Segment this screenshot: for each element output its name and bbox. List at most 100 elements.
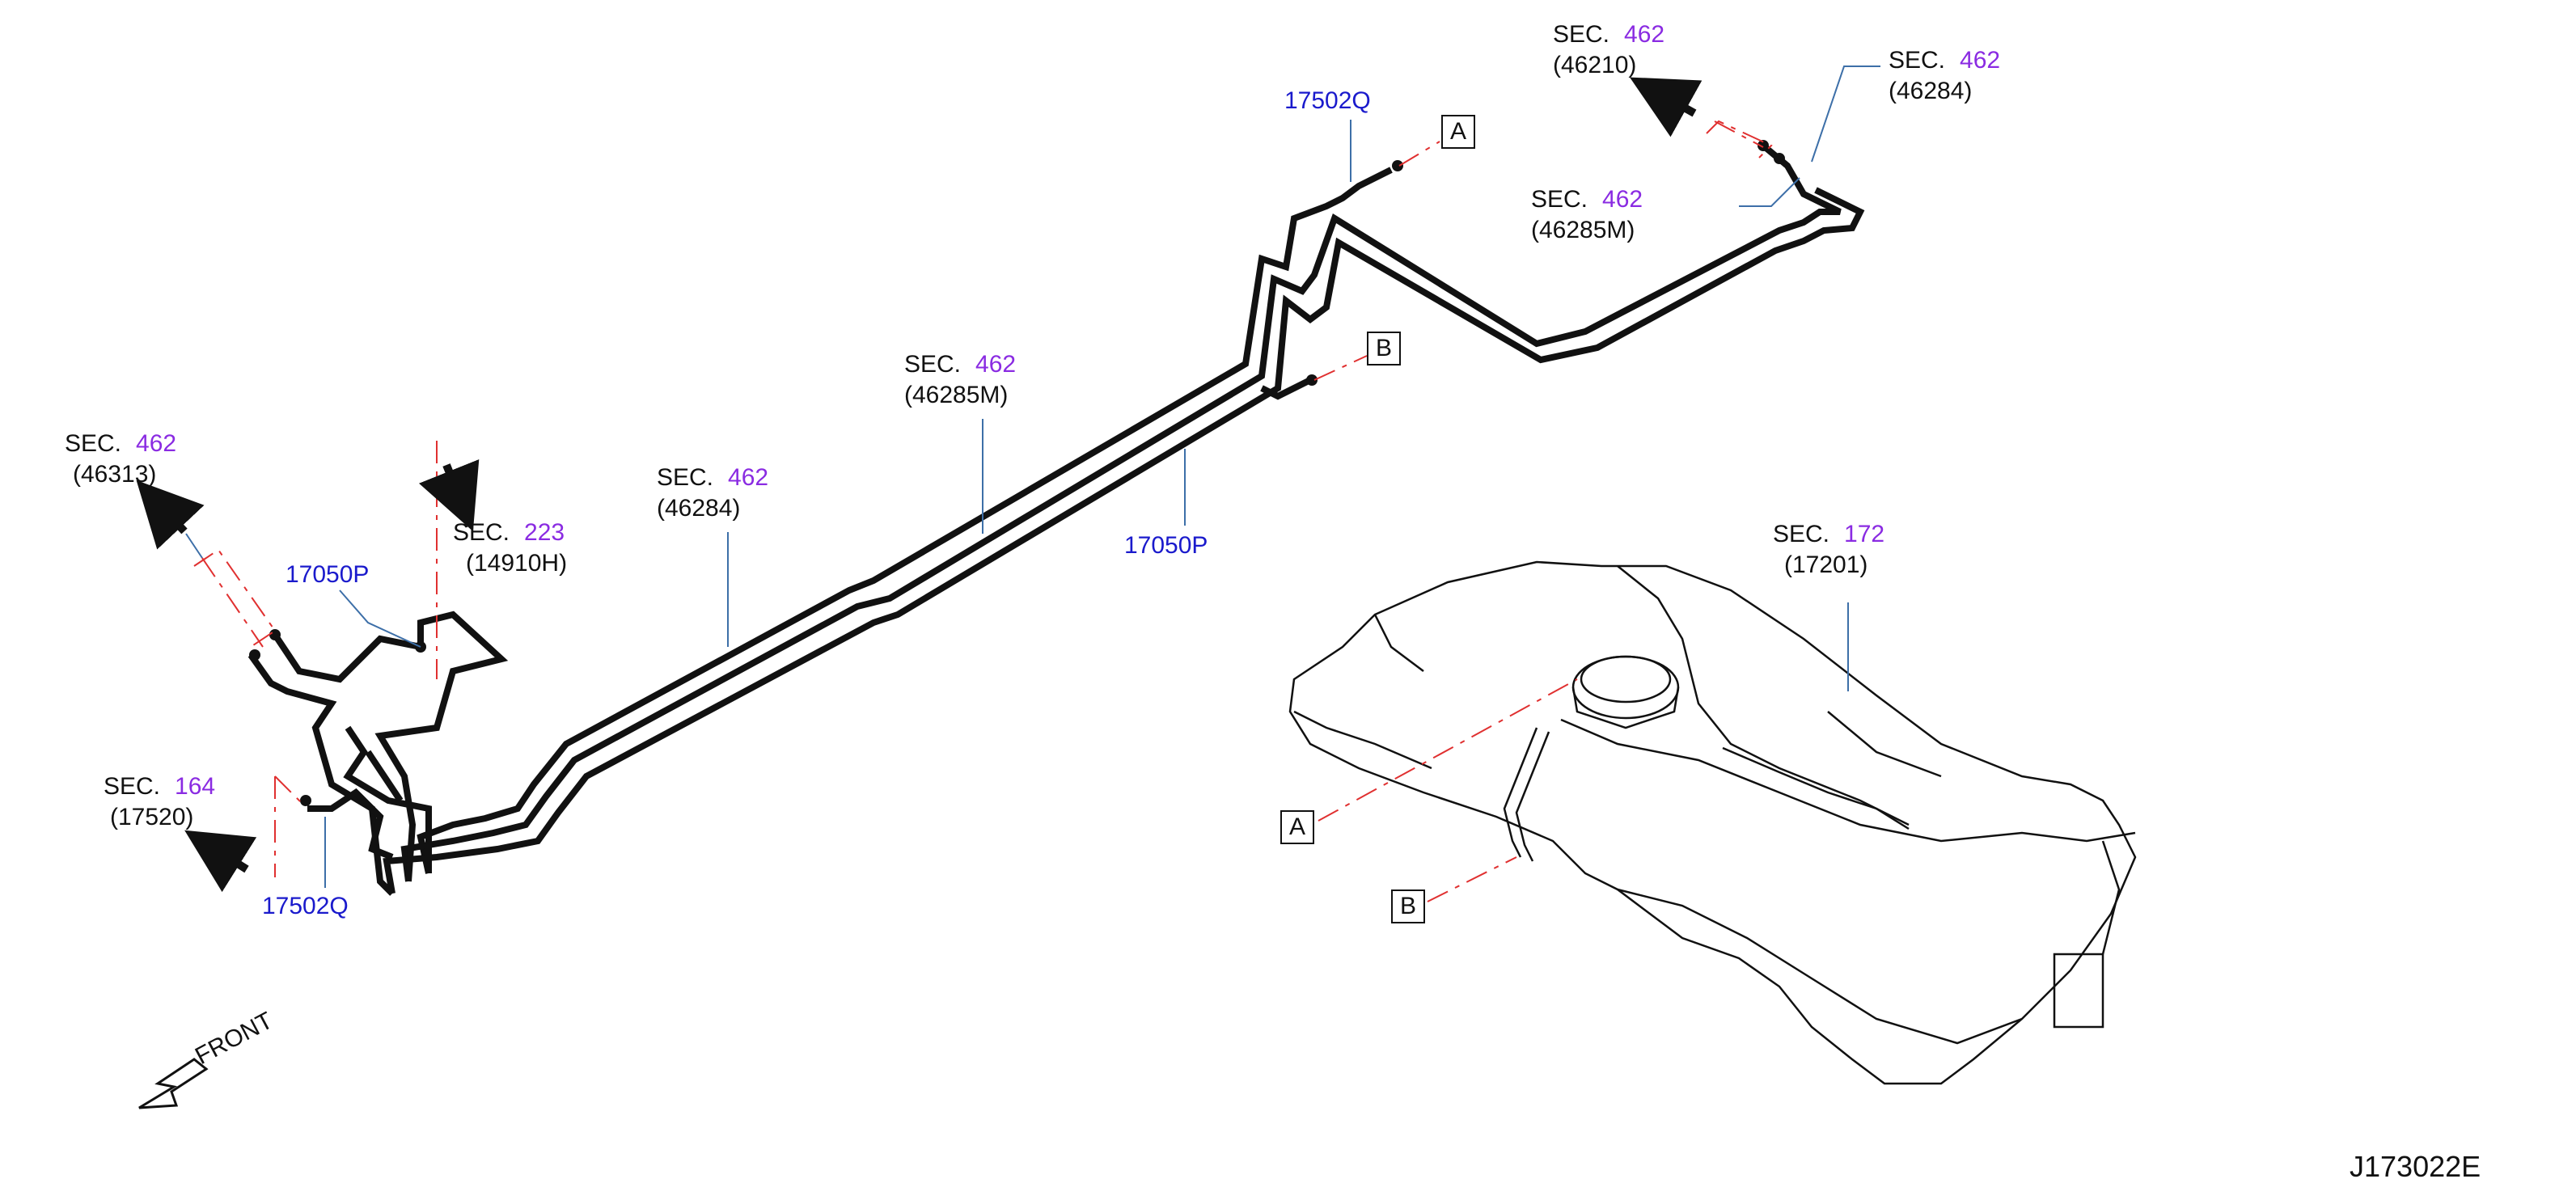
sec-number: 462 [1602,186,1643,213]
phantom-46313 [201,557,264,648]
sec-ref: (46284) [1889,78,1973,104]
left-tube-loop-5 [365,750,404,803]
fuel-tube-lower [383,187,1865,894]
sec-text: SEC. [1889,47,1946,74]
tank-ridge-3 [1617,888,2023,1045]
leader-46285m-top [1739,177,1800,207]
fuel-tube-upper [417,167,1393,874]
label-sec-46285m-mid: SEC. 462 (46285M) [904,349,1016,411]
label-sec-14910h: SEC. 223 (14910H) [453,518,567,579]
fuel-tube-branch-b [1260,377,1312,400]
arrow-46210 [1630,77,1703,137]
tank-tube-2 [1515,731,1550,862]
sec-number: 462 [975,351,1017,378]
sec-ref: (46210) [1553,52,1637,78]
fuel-tube-bundle [383,142,1865,894]
sec-number: 462 [136,430,177,457]
front-arrow-icon [138,1058,209,1109]
phantom-b-top [1313,355,1368,381]
leader-46284-top [1811,65,1880,163]
phantom-46210 [1714,120,1764,148]
sec-number: 462 [728,464,769,491]
tank-pump-hose [2101,840,2121,955]
tank-tube-5 [1722,746,1910,830]
fitting-a-top [1392,160,1403,171]
tank-pump-unit [2053,953,2104,1029]
label-sec-46284-mid: SEC. 462 (46284) [657,463,768,524]
tank-tube-3 [1560,718,2136,843]
part-17050p-mid: 17050P [1124,532,1208,559]
tank-ridge-2 [1373,614,1424,672]
sec-text: SEC. [104,773,161,800]
fitting-46210 [1758,140,1769,151]
sec-text: SEC. [1773,521,1830,547]
tank-ridge-4 [1827,711,1942,778]
label-sec-17201: SEC. 172 (17201) [1773,519,1884,581]
arrow-46313 [136,480,205,550]
left-tube-loop-3 [343,725,432,873]
sec-number: 172 [1844,521,1885,547]
fitting-46313-a [269,629,281,640]
label-sec-46210: SEC. 462 (46210) [1553,19,1664,81]
sec-ref: (46285M) [1531,217,1635,243]
connector-a-tank: A [1280,810,1314,844]
left-tube-assembly [247,611,509,896]
connector-b-top: B [1367,332,1401,365]
sec-number: 223 [524,519,565,546]
fuel-tank [1288,560,2137,1085]
sec-number: 462 [1624,21,1665,48]
sec-ref: (46285M) [904,382,1009,408]
tank-outline [1288,560,2137,1085]
sec-ref: (14910H) [466,550,568,577]
phantom-lines [193,120,1773,902]
sec-number: 462 [1960,47,2001,74]
arrow-14910h [419,459,480,532]
sec-text: SEC. [904,351,962,378]
phantom-a-top [1398,141,1440,167]
sec-ref: (46313) [73,461,157,488]
leader-46313 [185,533,203,559]
label-sec-46284-top: SEC. 462 (46284) [1889,45,2000,107]
arrow-17520 [184,830,257,893]
tank-pump-ring-inner [1580,655,1672,704]
part-17050p-left: 17050P [286,561,370,588]
phantom-a-tank [1318,678,1578,822]
sec-ref: (46284) [657,495,741,522]
part-17502q-left: 17502Q [262,893,349,919]
sec-ref: (17201) [1784,551,1868,578]
sec-text: SEC. [657,464,714,491]
direction-arrows [136,77,1703,893]
sec-number: 164 [175,773,216,800]
sec-text: SEC. [1531,186,1588,213]
sec-ref: (17520) [110,804,194,830]
sec-text: SEC. [65,430,122,457]
left-tube-loop-1 [247,653,395,896]
tank-tube-4 [1617,565,1910,826]
tank-pump-cap [1571,687,1680,729]
phantom-b-tank [1427,856,1517,902]
phantom-17520-hook [274,775,304,805]
connector-b-tank: B [1391,889,1425,923]
left-tube-loop-4 [307,788,394,860]
leader-17050p-left [339,589,421,648]
fitting-46313-b [249,649,260,661]
sec-text: SEC. [453,519,510,546]
fitting-46284-top [1774,153,1785,164]
tube-end-fittings [249,140,1785,806]
phantom-46210-bracket [1706,120,1773,158]
fitting-17520 [300,795,311,806]
label-sec-17520: SEC. 164 (17520) [104,771,215,833]
sec-text: SEC. [1553,21,1610,48]
tank-tube-1 [1503,727,1538,858]
part-17502q-top: 17502Q [1284,87,1371,114]
left-tube-loop-2 [272,611,509,882]
phantom-46313-bracket [193,548,277,648]
connector-a-top: A [1441,115,1475,149]
label-sec-46313: SEC. 462 (46313) [65,429,176,490]
label-sec-46285m-top: SEC. 462 (46285M) [1531,184,1643,246]
diagram-code: J173022E [2350,1150,2481,1183]
fuel-tube-middle [400,142,1842,882]
tank-ridge-1 [1293,710,1432,770]
fitting-b-top [1306,374,1318,386]
